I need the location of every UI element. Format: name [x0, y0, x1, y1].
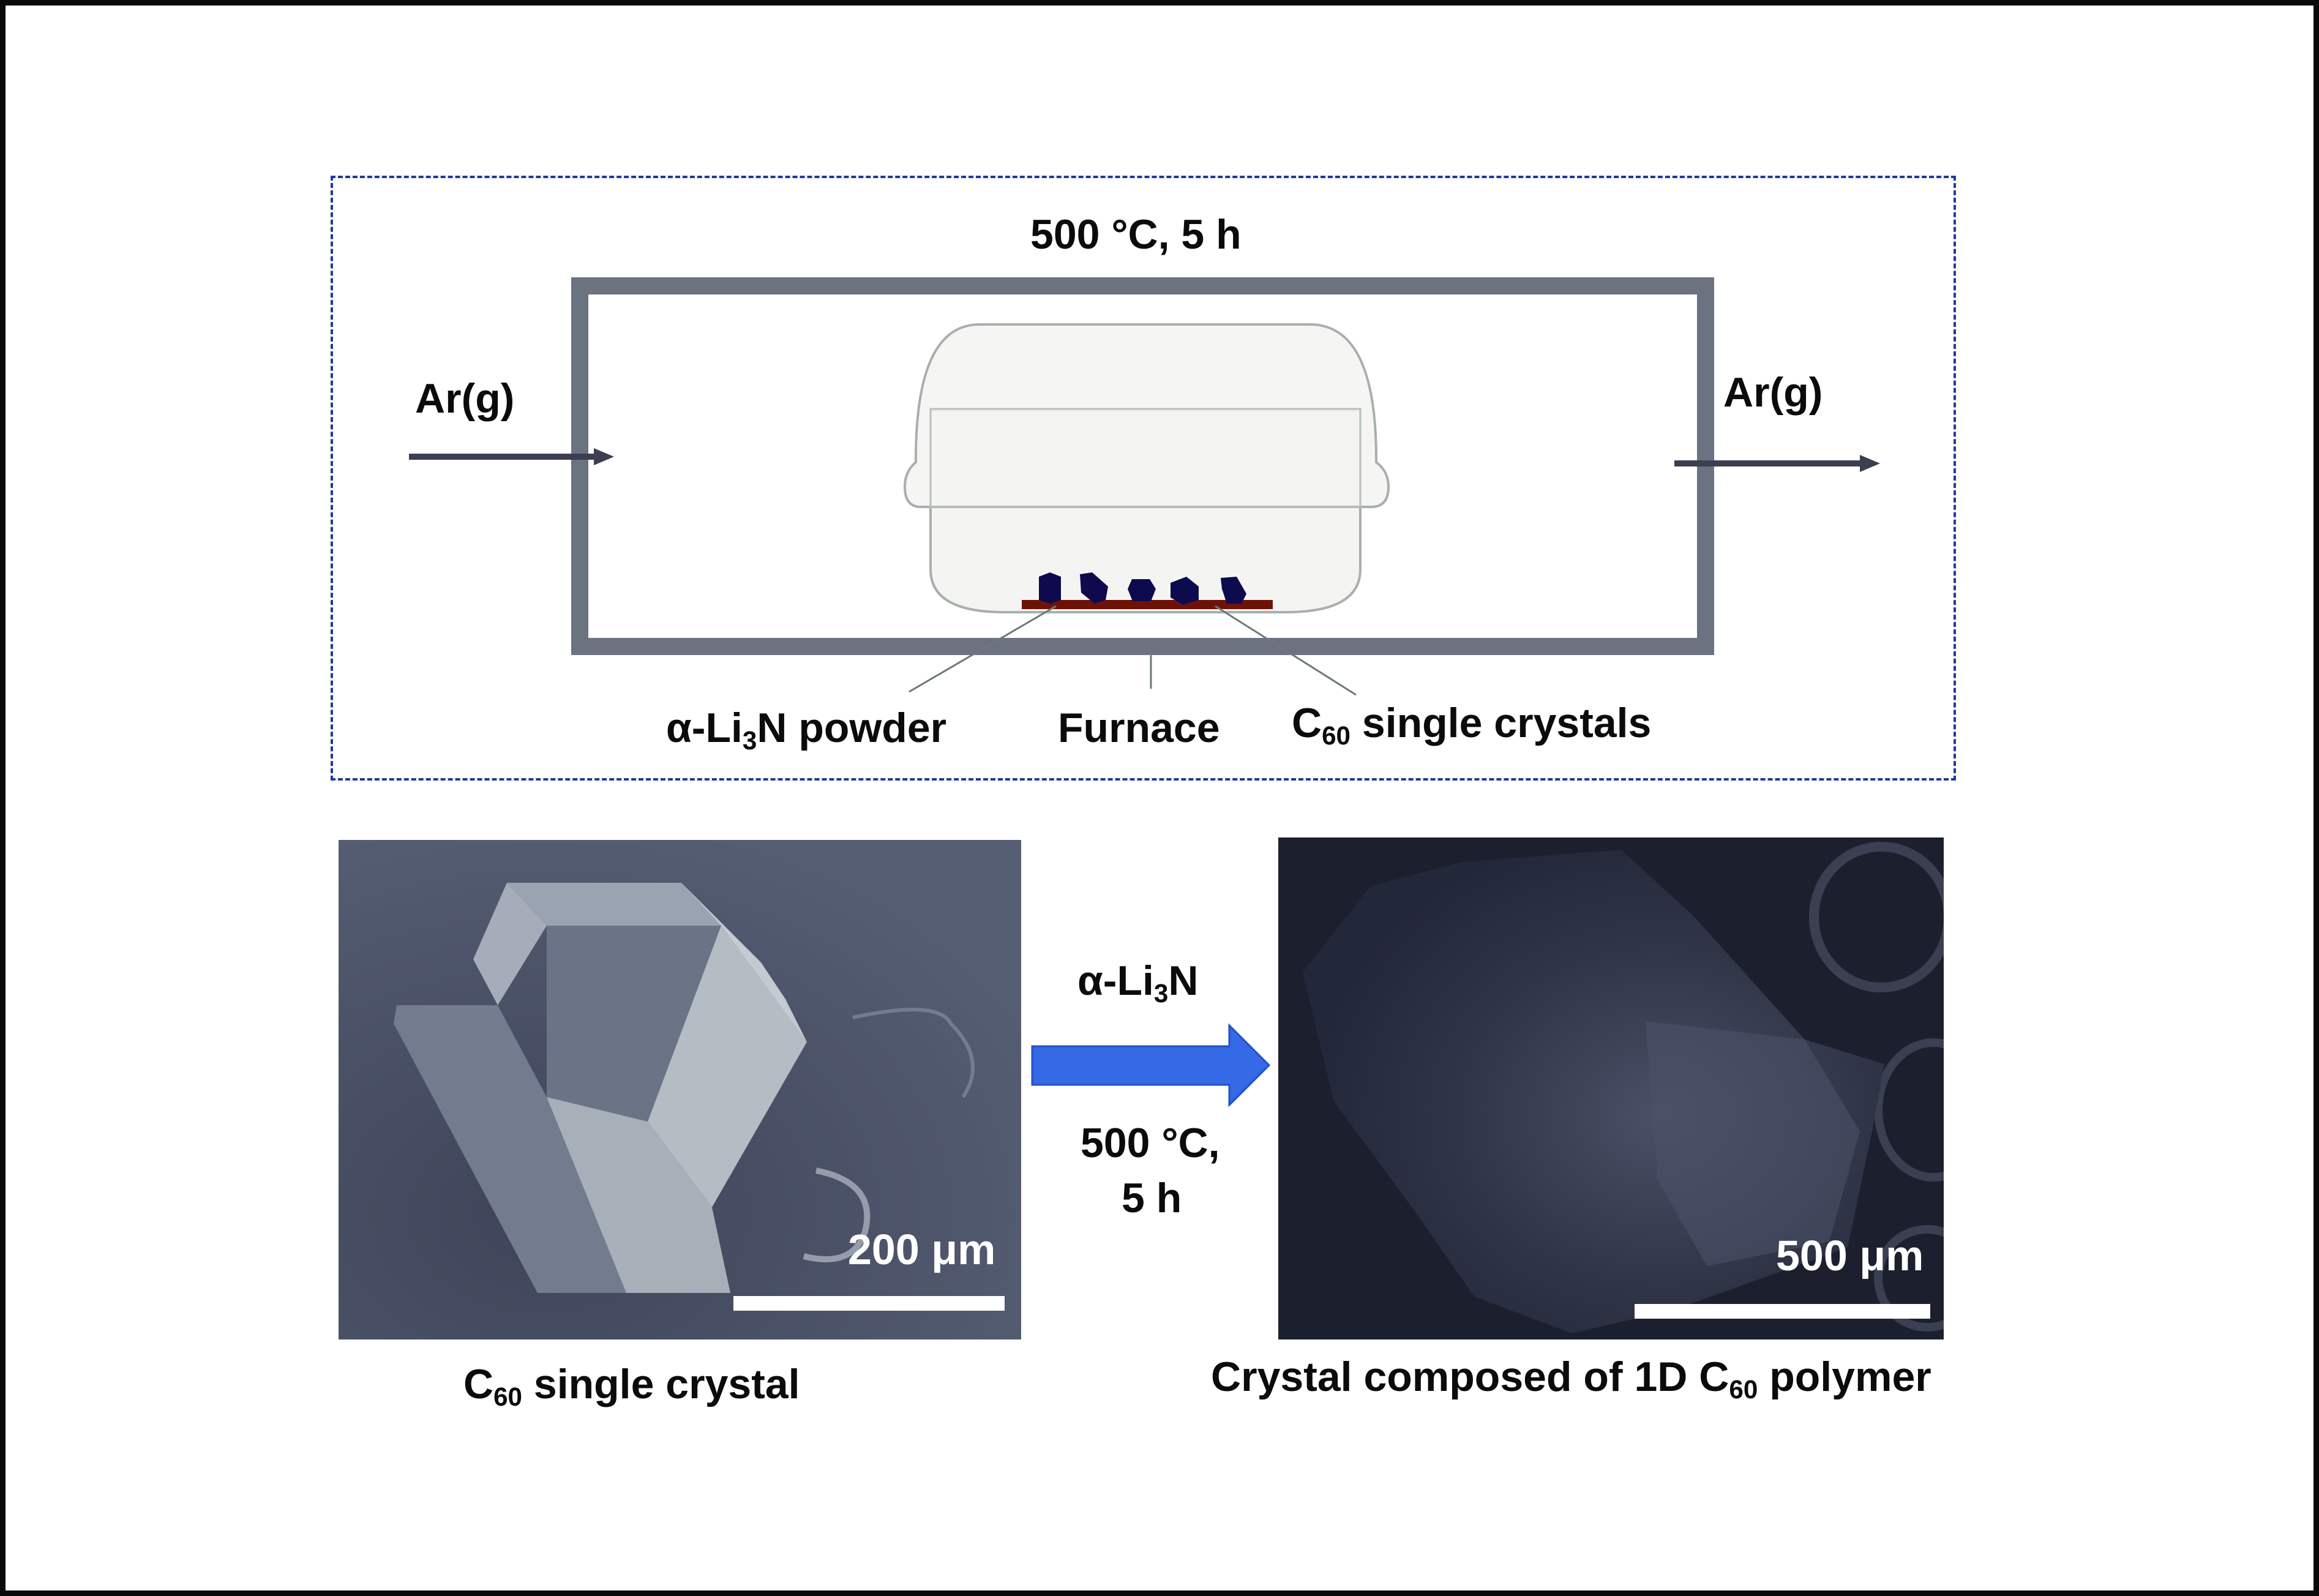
caption-subscript: 60	[493, 1382, 522, 1411]
label-text: N	[1168, 957, 1199, 1004]
scale-bar-label: 200 μm	[848, 1226, 996, 1273]
reaction-temperature-label: 500 °C,	[1081, 1120, 1220, 1166]
caption-text: polymer	[1758, 1354, 1931, 1400]
crystal-illustration	[339, 840, 1021, 1339]
caption-text: Crystal composed of 1D C	[1211, 1354, 1729, 1400]
sem-image-1d-c60-polymer: 500 μm	[1278, 837, 1944, 1339]
crystal-4	[1171, 577, 1199, 605]
c60-crystals	[1039, 572, 1246, 605]
gas-outlet-label: Ar(g)	[1723, 369, 1823, 416]
label-text: C	[1292, 700, 1322, 746]
gas-outlet-arrow	[1674, 455, 1880, 472]
furnace-condition-label: 500 °C, 5 h	[1030, 211, 1242, 258]
crystal-5	[1221, 577, 1246, 604]
label-subscript: 3	[742, 725, 757, 755]
reaction-time-label: 5 h	[1122, 1175, 1182, 1221]
li3n-powder-label: α-Li3N powder	[666, 704, 947, 755]
caption-text: single crystal	[522, 1361, 800, 1407]
gas-inlet-arrow	[409, 448, 614, 465]
label-text: single crystals	[1351, 700, 1652, 746]
label-text: α-Li	[666, 705, 743, 751]
crucible	[903, 323, 1390, 613]
scale-bar-label: 500 μm	[1776, 1232, 1924, 1279]
c60-crystals-label: C60 single crystals	[1292, 699, 1652, 750]
left-image-caption: C60 single crystal	[463, 1360, 800, 1411]
scale-bar	[733, 1296, 1005, 1311]
crystal-3	[1128, 579, 1156, 601]
scale-bar	[1635, 1304, 1930, 1319]
crystal-1	[1039, 572, 1061, 604]
crystals-leader-line	[1215, 605, 1357, 696]
right-image-caption: Crystal composed of 1D C60 polymer	[1211, 1353, 1931, 1404]
gas-inlet-label: Ar(g)	[415, 375, 515, 422]
powder-leader-line	[908, 605, 1057, 693]
caption-text: C	[463, 1361, 494, 1407]
reaction-reagent-label: α-Li3N	[1077, 957, 1199, 1008]
reaction-arrow	[1031, 1023, 1271, 1107]
label-text: α-Li	[1077, 957, 1154, 1004]
label-subscript: 3	[1153, 978, 1169, 1008]
caption-subscript: 60	[1729, 1374, 1758, 1404]
polymer-crystal-illustration	[1278, 837, 1944, 1339]
furnace-label: Furnace	[1058, 705, 1220, 751]
label-subscript: 60	[1322, 721, 1351, 750]
li3n-powder-substrate	[1022, 600, 1273, 609]
schematic-dashed-panel	[331, 176, 1956, 781]
crystal-2	[1080, 572, 1108, 604]
sem-image-c60-single-crystal: 200 μm	[339, 840, 1021, 1339]
label-text: N powder	[757, 705, 947, 751]
